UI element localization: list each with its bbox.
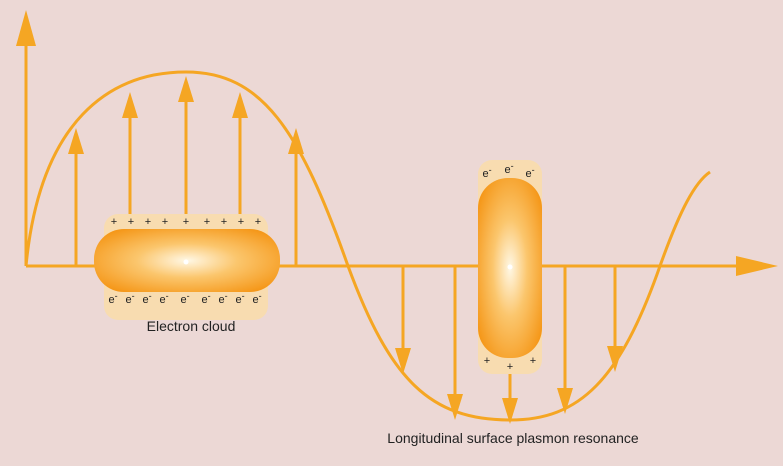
positive-charge: +: [255, 216, 261, 228]
electron-charge: e-: [218, 291, 227, 306]
positive-charge: +: [507, 361, 513, 373]
electron-charge: e-: [504, 161, 513, 176]
electric-field-wave: [24, 70, 711, 422]
electron-charge: e-: [159, 291, 168, 306]
positive-charge: +: [204, 216, 210, 228]
positive-charge: +: [183, 216, 189, 228]
vertical-axis-arrowhead: [16, 10, 36, 46]
charge-layer: + + + + + + + + + e-e-e-e-e-e-e-e-e-e-e-e- + + +: [108, 161, 536, 373]
vertical-nanorod-center: [507, 264, 513, 270]
positive-charge: +: [162, 216, 168, 228]
positive-charge: +: [530, 355, 536, 367]
electron-charge: e-: [525, 165, 534, 180]
electron-charge: e-: [252, 291, 261, 306]
horizontal-nanorod: [94, 214, 280, 320]
electron-charge: e-: [482, 165, 491, 180]
field-arrows-down: [395, 266, 623, 424]
electron-charge: e-: [125, 291, 134, 306]
vertical-nanorod: [478, 160, 542, 374]
nanorod-center: [183, 259, 189, 265]
electron-charge: e-: [108, 291, 117, 306]
longitudinal-label: Longitudinal surface plasmon resonance: [387, 430, 639, 446]
positive-charge: +: [111, 216, 117, 228]
positive-charge: +: [238, 216, 244, 228]
positive-charge: +: [145, 216, 151, 228]
electron-cloud-label: Electron cloud: [147, 318, 236, 334]
positive-charge: +: [128, 216, 134, 228]
electron-charge: e-: [142, 291, 151, 306]
horizontal-axis-arrowhead: [736, 256, 778, 276]
positive-charge: +: [484, 355, 490, 367]
electron-charge: e-: [235, 291, 244, 306]
electron-charge: e-: [180, 291, 189, 306]
electron-charge: e-: [201, 291, 210, 306]
positive-charge: +: [221, 216, 227, 228]
